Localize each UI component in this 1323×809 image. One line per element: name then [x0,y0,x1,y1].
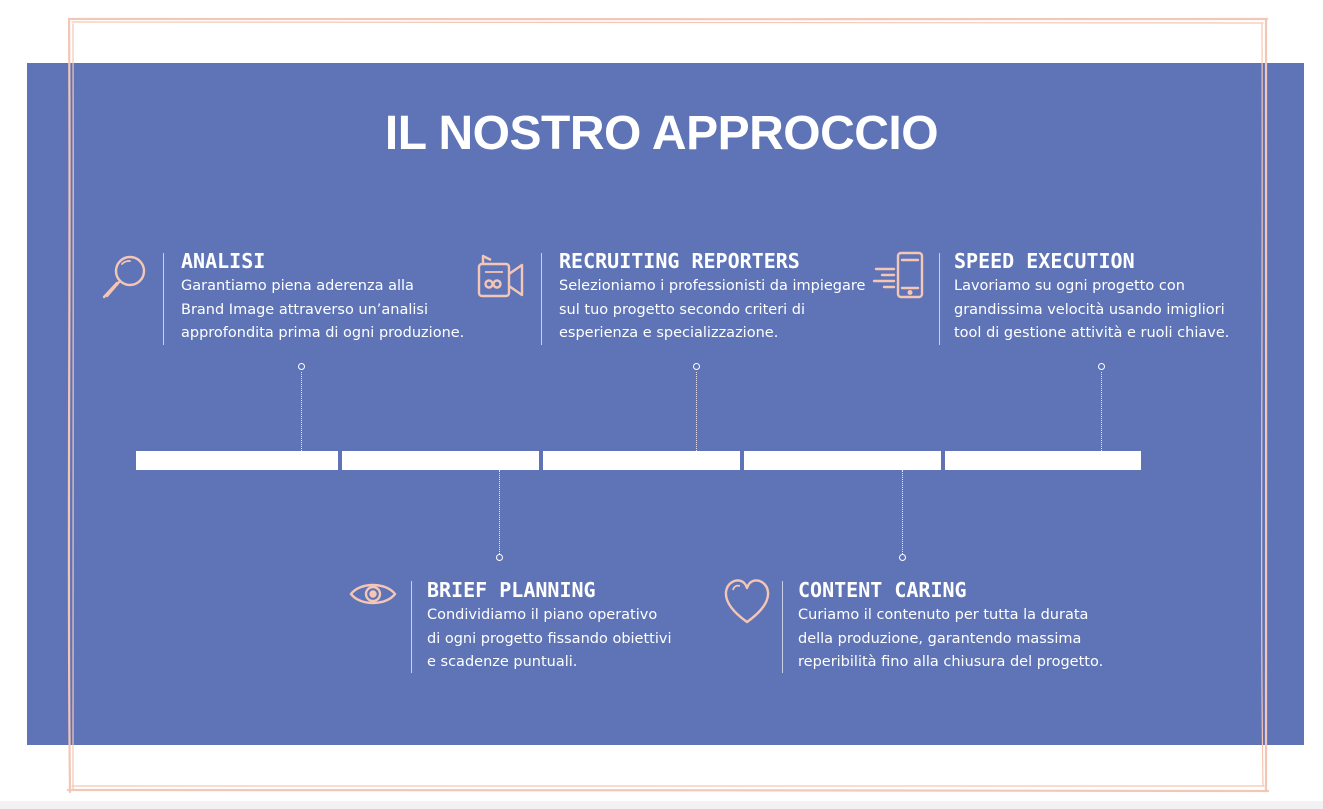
divider [541,253,542,345]
description-line: Curiamo il contenuto per tutta la durata [798,607,1089,623]
step-title: RECRUITING REPORTERS [559,249,800,273]
description-line: di ogni progetto fissando obiettivi [427,630,672,647]
step-title: ANALISI [181,249,266,273]
step-title: SPEED EXECUTION [954,249,1135,273]
description-line: reperibilità fino alla chiusura del prog… [798,654,1104,670]
timeline-segment [136,451,338,470]
step-description: Condividiamo il piano operativo di ogni … [427,604,671,675]
timeline-segment [342,451,539,470]
eye-icon [349,583,397,605]
description-line: Lavoriamo su ogni progetto con [954,278,1185,294]
connector-line [902,470,903,554]
step-title: BRIEF PLANNING [427,578,596,602]
page-title: IL NOSTRO APPROCCIO [384,107,939,160]
description-line: approfondita prima di ogni produzione. [181,325,465,341]
divider [939,253,940,345]
connector-line [499,470,500,554]
description-line: della produzione, garantendo massima [798,630,1082,647]
connector-dot [899,554,906,561]
divider [411,581,412,673]
description-line: sul tuo progetto secondo criteri di [559,301,806,318]
description-line: tool di gestione attività e ruoli chiave… [954,325,1230,341]
step-title: CONTENT CARING [798,578,967,602]
description-line: grandissima velocità usando imigliori [954,301,1225,318]
step-description: Garantiamo piena aderenza alla Brand Ima… [181,275,464,346]
heart-icon [724,579,770,624]
timeline-segment [744,451,941,470]
slide-panel [27,63,1304,745]
step-description: Curiamo il contenuto per tutta la durata… [798,604,1103,675]
step-description: Lavoriamo su ogni progetto con grandissi… [954,275,1229,346]
connector-dot [693,363,700,370]
description-line: Condividiamo il piano operativo [427,607,658,623]
description-line: Brand Image attraverso un’analisi [181,301,429,318]
connector-dot [1098,363,1105,370]
description-line: Selezioniamo i professionisti da impiega… [559,278,866,294]
fast-phone-icon [872,251,924,299]
timeline-segment [543,451,740,470]
connector-line [696,372,697,451]
magnifier-icon [102,255,146,299]
connector-line [301,372,302,451]
description-line: esperienza e specializzazione. [559,325,779,341]
divider [782,581,783,673]
bottom-strip [0,801,1323,809]
divider [163,253,164,345]
description-line: e scadenze puntuali. [427,654,578,670]
video-camera-icon [477,254,524,298]
description-line: Garantiamo piena aderenza alla [181,278,414,294]
connector-line [1101,372,1102,451]
timeline-segment [945,451,1141,470]
connector-dot [496,554,503,561]
connector-dot [298,363,305,370]
step-description: Selezioniamo i professionisti da impiega… [559,275,865,346]
